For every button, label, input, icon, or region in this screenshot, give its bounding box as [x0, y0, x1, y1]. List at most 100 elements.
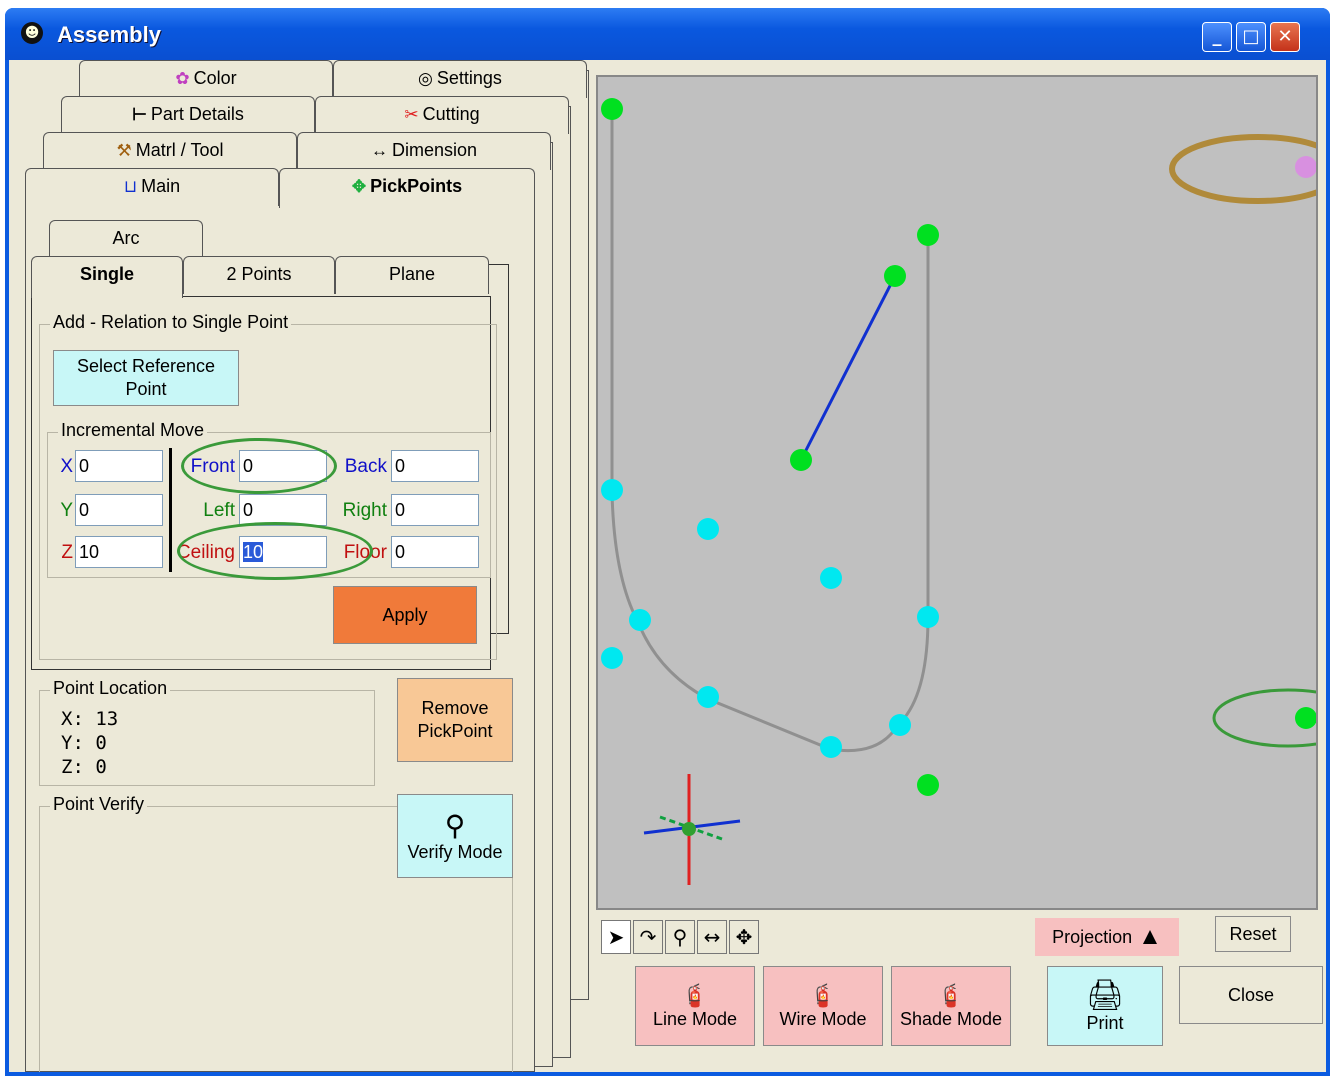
- cyan-point[interactable]: [601, 479, 623, 501]
- window-title: Assembly: [57, 22, 161, 47]
- cyan-point[interactable]: [820, 567, 842, 589]
- green-point[interactable]: [917, 224, 939, 246]
- close-button[interactable]: Close: [1179, 966, 1323, 1024]
- axis-triad: [643, 774, 741, 885]
- viewport-canvas: [601, 98, 1333, 885]
- spray-can-icon: 🧯: [809, 982, 837, 1008]
- violet-point[interactable]: [1295, 156, 1317, 178]
- y-field[interactable]: 0: [75, 494, 163, 526]
- green-point[interactable]: [884, 265, 906, 287]
- tab-dimension[interactable]: ↔Dimension: [297, 132, 551, 170]
- subtab-plane[interactable]: Plane: [335, 256, 489, 294]
- cyan-point[interactable]: [601, 647, 623, 669]
- left-field[interactable]: 0: [239, 494, 327, 526]
- close-window-button[interactable]: ✕: [1270, 22, 1300, 52]
- tab-main-label: Main: [141, 176, 181, 196]
- fit-width-tool-icon[interactable]: ↔: [697, 920, 727, 954]
- magnifier-icon: ⚲: [444, 809, 466, 841]
- assembly-window: ☻ Assembly _ □ ✕ ✿Color ◎Settings ⊢Part …: [5, 8, 1333, 1076]
- dimension-arrow-icon: ↔: [370, 141, 388, 160]
- xyz-divider: [169, 448, 172, 572]
- green-point[interactable]: [1295, 707, 1317, 729]
- back-field[interactable]: 0: [391, 450, 479, 482]
- main-u-icon: ⊔: [123, 177, 138, 196]
- scissors-icon: ✂: [404, 105, 419, 124]
- cyan-point[interactable]: [917, 606, 939, 628]
- y-label: Y: [60, 500, 73, 521]
- rotate-tool-icon[interactable]: ↷: [633, 920, 663, 954]
- triangle-up-icon: ▲: [1138, 923, 1162, 950]
- tab-part-details[interactable]: ⊢Part Details: [61, 96, 315, 134]
- ceiling-highlight-ellipse: [177, 522, 373, 580]
- cyan-point[interactable]: [889, 714, 911, 736]
- green-point[interactable]: [601, 98, 623, 120]
- add-relation-title: Add - Relation to Single Point: [50, 312, 292, 333]
- app-bug-icon: ☻: [21, 22, 43, 44]
- projection-button[interactable]: Projection ▲: [1035, 918, 1179, 956]
- front-highlight-ellipse: [181, 438, 337, 494]
- pointer-tool-icon[interactable]: ➤: [601, 920, 631, 954]
- floor-field[interactable]: 0: [391, 536, 479, 568]
- point-y-readout: Y: 0: [61, 732, 107, 754]
- tab-settings[interactable]: ◎Settings: [333, 60, 587, 98]
- subtab-2-points[interactable]: 2 Points: [183, 256, 335, 294]
- tab-pickpoints[interactable]: ✥PickPoints: [279, 168, 535, 208]
- maximize-button[interactable]: □: [1236, 22, 1266, 52]
- tab-matrl-tool-label: Matrl / Tool: [135, 140, 224, 160]
- spray-can-icon: 🧯: [937, 982, 965, 1008]
- select-reference-point-button[interactable]: Select Reference Point: [53, 350, 239, 406]
- print-button[interactable]: 🖨 Print: [1047, 966, 1163, 1046]
- cyan-point[interactable]: [820, 736, 842, 758]
- gear-icon: ◎: [418, 69, 433, 88]
- remove-pickpoint-label: Remove PickPoint: [417, 698, 493, 741]
- point-highlight-ellipse: [1212, 688, 1333, 748]
- zoom-tool-icon[interactable]: ⚲: [665, 920, 695, 954]
- 3d-viewport[interactable]: [596, 75, 1333, 910]
- tab-main[interactable]: ⊔Main: [25, 168, 279, 206]
- tab-color[interactable]: ✿Color: [79, 60, 333, 98]
- right-field[interactable]: 0: [391, 494, 479, 526]
- z-field[interactable]: 10: [75, 536, 163, 568]
- cyan-points: [601, 479, 939, 758]
- tab-dimension-label: Dimension: [391, 140, 478, 160]
- subtab-single[interactable]: Single: [31, 256, 183, 298]
- palette-icon: ✿: [175, 69, 190, 88]
- line-mode-button[interactable]: 🧯 Line Mode: [635, 966, 755, 1046]
- printer-icon: 🖨: [1085, 979, 1125, 1012]
- wire-mode-label: Wire Mode: [779, 1008, 867, 1029]
- wire-mode-button[interactable]: 🧯 Wire Mode: [763, 966, 883, 1046]
- cyan-point[interactable]: [697, 686, 719, 708]
- pan-tool-icon[interactable]: ✥: [729, 920, 759, 954]
- x-field[interactable]: 0: [75, 450, 163, 482]
- incremental-move-title: Incremental Move: [58, 420, 208, 441]
- subtab-arc[interactable]: Arc: [49, 220, 203, 258]
- verify-mode-label: Verify Mode: [407, 841, 503, 862]
- cyan-point[interactable]: [629, 609, 651, 631]
- spray-can-icon: 🧯: [681, 982, 709, 1008]
- right-label: Right: [342, 500, 387, 521]
- tab-cutting-label: Cutting: [422, 104, 480, 124]
- reset-button[interactable]: Reset: [1215, 916, 1291, 952]
- title-bar[interactable]: ☻ Assembly _ □ ✕: [5, 8, 1330, 60]
- tab-matrl-tool[interactable]: ⚒Matrl / Tool: [43, 132, 297, 170]
- green-point[interactable]: [917, 774, 939, 796]
- back-label: Back: [344, 456, 387, 477]
- tab-color-label: Color: [193, 68, 237, 88]
- shade-mode-button[interactable]: 🧯 Shade Mode: [891, 966, 1011, 1046]
- add-relation-group: Add - Relation to Single Point: [39, 312, 497, 660]
- tab-part-details-label: Part Details: [150, 104, 244, 124]
- point-location-title: Point Location: [50, 678, 171, 699]
- point-verify-title: Point Verify: [50, 794, 148, 815]
- cyan-point[interactable]: [697, 518, 719, 540]
- tab-cutting[interactable]: ✂Cutting: [315, 96, 569, 134]
- green-point[interactable]: [790, 449, 812, 471]
- shade-mode-label: Shade Mode: [899, 1008, 1003, 1029]
- minimize-button[interactable]: _: [1202, 22, 1232, 52]
- verify-mode-button[interactable]: ⚲ Verify Mode: [397, 794, 513, 878]
- point-verify-group: Point Verify: [39, 794, 513, 1072]
- point-location-group: Point Location: [39, 678, 375, 786]
- apply-button[interactable]: Apply: [333, 586, 477, 644]
- incremental-move-group: Incremental Move: [47, 420, 491, 578]
- remove-pickpoint-button[interactable]: Remove PickPoint: [397, 678, 513, 762]
- client-area: ✿Color ◎Settings ⊢Part Details ✂Cutting …: [9, 60, 1333, 1072]
